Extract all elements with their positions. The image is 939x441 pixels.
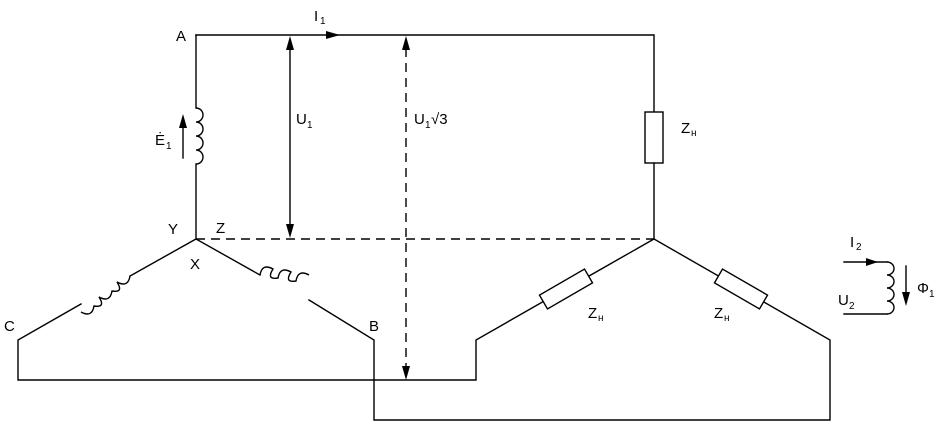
flux-phi1-subscript: 1 xyxy=(929,289,935,300)
impedance-left-subscript: н xyxy=(598,313,604,324)
current-i2-arrow xyxy=(866,258,878,266)
voltage-u1-root3-arrow xyxy=(402,36,410,380)
node-b-label: B xyxy=(369,318,379,335)
line-a-conductor xyxy=(195,34,655,113)
impedance-right-subscript: н xyxy=(724,313,730,324)
voltage-u2-label: U xyxy=(838,292,849,309)
node-y-label: Y xyxy=(168,221,178,238)
phase-b-winding xyxy=(195,238,831,421)
emf-e1-arrow xyxy=(179,114,187,159)
voltage-u1-root3-tail: √3 xyxy=(431,111,448,128)
voltage-u1-arrow xyxy=(286,36,294,238)
node-x-label: X xyxy=(190,256,200,273)
emf-e1-subscript: 1 xyxy=(166,141,172,152)
load-resistor-right xyxy=(713,268,769,310)
phase-c-winding xyxy=(17,238,561,381)
voltage-u1-subscript: 1 xyxy=(307,120,313,131)
impedance-left-label: Z xyxy=(588,305,597,322)
emf-e1-label: Ė xyxy=(155,131,165,149)
voltage-u1-root3-subscript: 1 xyxy=(425,120,431,131)
impedance-top-label: Z xyxy=(681,120,690,137)
voltage-u1-label: U xyxy=(296,111,307,128)
node-z-label: Z xyxy=(216,220,225,237)
current-i2-subscript: 2 xyxy=(856,242,862,253)
phase-a-winding xyxy=(195,34,204,240)
voltage-u1-root3-label: U xyxy=(414,111,425,128)
secondary-coil xyxy=(843,258,910,315)
flux-phi1-label: Φ xyxy=(917,280,929,297)
load-resistor-top xyxy=(644,111,664,164)
flux-phi1-arrow xyxy=(902,292,910,306)
current-i2-label: I xyxy=(850,234,854,251)
node-a-label: A xyxy=(176,28,186,45)
current-i1-arrow xyxy=(326,31,340,39)
voltage-u2-subscript: 2 xyxy=(849,301,855,312)
impedance-top-subscript: н xyxy=(691,128,697,139)
current-i1-subscript: 1 xyxy=(320,16,326,27)
node-c-label: C xyxy=(4,318,15,335)
current-i1-label: I xyxy=(314,8,318,25)
load-resistor-left xyxy=(538,238,655,310)
impedance-right-label: Z xyxy=(714,305,723,322)
